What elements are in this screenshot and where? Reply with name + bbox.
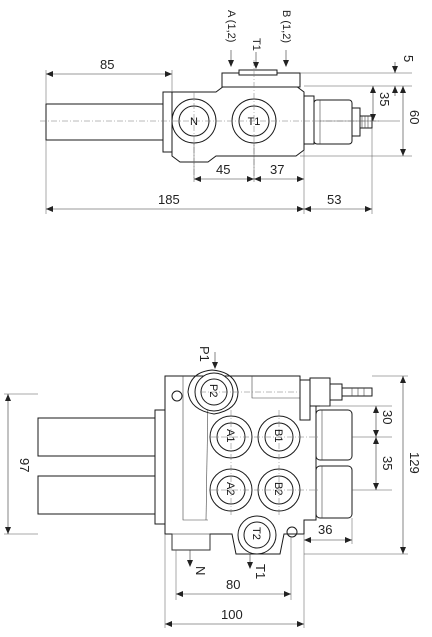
port-b1-label: B1 xyxy=(272,429,284,442)
dim-5: 5 xyxy=(401,55,416,62)
port-b2-label: B2 xyxy=(272,482,284,495)
side-bracket xyxy=(303,95,315,145)
front-view: P2 A1 B1 A2 B2 T2 P1 N T1 xyxy=(4,346,422,628)
lever-handle xyxy=(45,103,165,141)
dim-35-front: 35 xyxy=(380,456,395,470)
dim-60: 60 xyxy=(407,110,422,124)
port-t1-label: T1 xyxy=(248,116,261,128)
adjust-nut xyxy=(351,107,361,137)
dim-30: 30 xyxy=(380,410,395,424)
dim-185: 185 xyxy=(158,192,180,207)
port-a2-label: A2 xyxy=(224,482,236,495)
spool-cap-1 xyxy=(315,409,353,461)
top-port-stub xyxy=(238,69,278,76)
top-view: N T1 A (1,2) T1 B (1,2) 85 5 xyxy=(40,10,422,214)
dim-35-top: 35 xyxy=(377,92,392,106)
label-p1: P1 xyxy=(197,346,212,362)
label-t1-top: T1 xyxy=(250,38,262,51)
dim-97: 97 xyxy=(17,458,32,472)
relief-valve-screw xyxy=(341,387,373,397)
port-t2-inner xyxy=(243,521,271,549)
label-n: N xyxy=(193,566,208,575)
dim-36: 36 xyxy=(318,522,332,537)
port-a1-label: A1 xyxy=(224,429,236,442)
dim-45: 45 xyxy=(216,162,230,177)
dim-53: 53 xyxy=(327,192,341,207)
relief-valve-housing xyxy=(299,379,311,421)
label-a-1-2: A (1,2) xyxy=(225,10,237,42)
mount-hole-right xyxy=(286,526,298,538)
relief-valve-nut xyxy=(329,383,343,401)
port-t2-label: T2 xyxy=(250,527,262,540)
dim-100: 100 xyxy=(221,607,243,622)
adjust-screw xyxy=(359,115,373,129)
dim-129: 129 xyxy=(407,452,422,474)
port-p2-label: P2 xyxy=(207,384,219,397)
lever-mount xyxy=(154,409,166,525)
lever-handle-2 xyxy=(37,475,157,515)
dim-85: 85 xyxy=(100,57,114,72)
relief-valve-body xyxy=(309,377,331,407)
dim-37: 37 xyxy=(270,162,284,177)
label-b-1-2: B (1,2) xyxy=(280,10,292,43)
label-t1-bottom: T1 xyxy=(253,564,268,579)
spool-cap-2 xyxy=(315,465,353,519)
mount-hole-left xyxy=(171,390,183,402)
dim-80: 80 xyxy=(226,577,240,592)
lever-handle-1 xyxy=(37,417,157,457)
